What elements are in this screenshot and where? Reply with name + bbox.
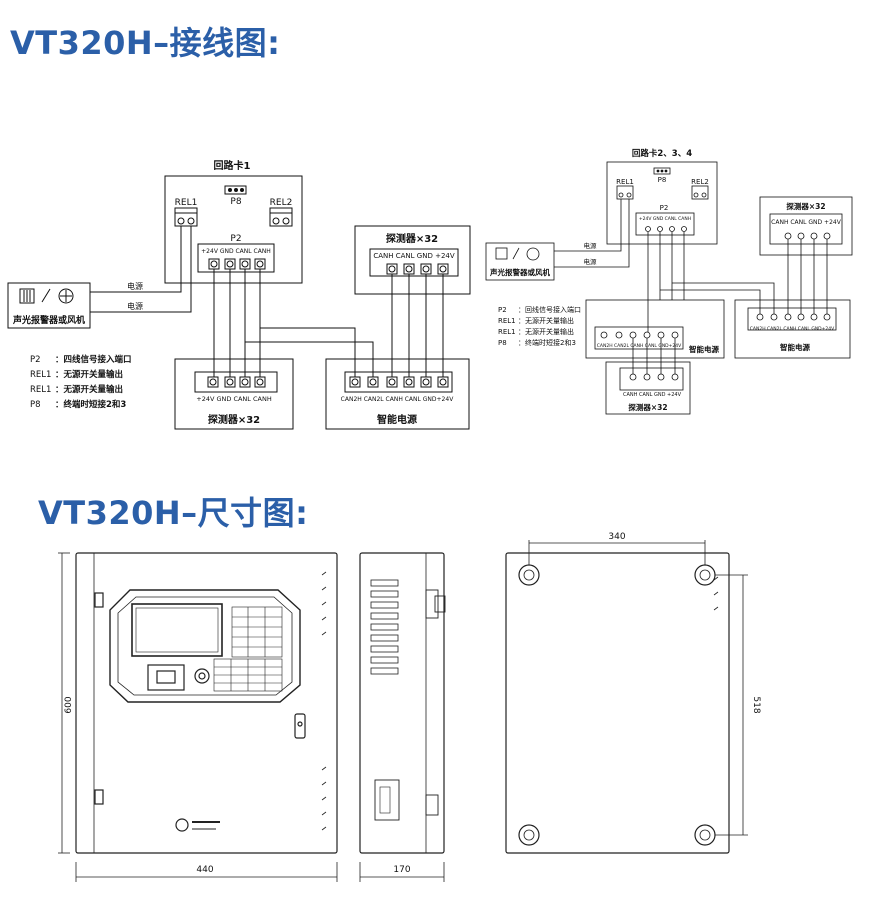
brand-logo-icon: [175, 818, 189, 832]
legend-text: ：无源开关量输出: [55, 384, 123, 395]
detector-bottom-box: [605, 361, 691, 415]
legend-text: ：终端时短接2和3: [55, 399, 126, 410]
detector-bottom-title: 探测器×32: [628, 402, 667, 412]
rel1-block: [174, 207, 198, 227]
legend-key: REL1: [498, 317, 516, 325]
smart-power-2-pins: CAN2H CAN2L CANH CANL GND+24V: [750, 326, 835, 332]
left-legend: P2 ：四线信号接入端口 REL1 ：无源开关量输出 REL1 ：无源开关量输出…: [30, 354, 132, 410]
smart-power-2-title: 智能电源: [780, 342, 810, 352]
p2-label: P2: [230, 234, 241, 244]
front-width-dimension: 440: [196, 865, 213, 875]
p8-jumper: [224, 185, 247, 195]
smart-power-1-pins: CAN2H CAN2L CANH CANL GND+24V: [597, 343, 682, 349]
alarm-box: [7, 282, 91, 329]
legend-key: P2: [30, 355, 41, 365]
rel1-label: REL1: [175, 198, 198, 208]
detector-top-box: [354, 225, 471, 295]
detector-top-pins: CANH CANL GND +24V: [373, 252, 454, 260]
legend-key: P8: [30, 400, 41, 410]
legend-key: REL1: [30, 385, 51, 395]
smart-power-box: [325, 358, 470, 430]
keyboard-icon: [213, 658, 283, 692]
back-hole-width-dimension: 340: [608, 532, 625, 542]
legend-text: ：四线信号接入端口: [55, 354, 132, 365]
detector-bottom-box: [174, 358, 294, 430]
alarm-box: [485, 242, 555, 281]
dimensions-title: VT320H–尺寸图:: [38, 494, 309, 532]
fan-icon: [526, 247, 540, 261]
power-line-1: 电源: [584, 241, 598, 250]
fan-icon: [58, 288, 74, 304]
loop-card-box: [606, 161, 718, 245]
back-view: 340 518: [505, 532, 761, 854]
wiring-title: VT320H–接线图:: [10, 24, 281, 62]
power-line-2: 电源: [127, 301, 143, 311]
legend-text: ：无源开关量输出: [518, 327, 574, 336]
right-wiring-diagram: 回路卡2、3、4 P8 REL1 REL2 P2 +24V GND CANL C…: [485, 148, 853, 415]
power-line-1: 电源: [127, 281, 143, 291]
side-vent-icon: [370, 579, 399, 675]
front-view: 600 440: [58, 552, 338, 882]
detector-bottom-title: 探测器×32: [208, 413, 260, 426]
legend-text: ：回线信号接入端口: [518, 305, 581, 314]
detector-bottom-pins: CANH CANL GND +24V: [623, 392, 682, 398]
rel2-label: REL2: [691, 178, 709, 186]
front-height-dimension: 600: [64, 696, 74, 713]
side-view: 170: [359, 552, 446, 882]
loop-card-box: [164, 175, 303, 284]
smart-power-2-box: [734, 299, 851, 359]
p2-block: [197, 243, 275, 273]
p2-label: P2: [660, 204, 669, 212]
right-legend: P2 ：回线信号接入端口 REL1 ：无源开关量输出 REL1 ：无源开关量输出…: [498, 305, 581, 347]
alarm-speaker-icon: [19, 288, 35, 304]
rel2-block: [269, 207, 293, 227]
detector-top-title: 探测器×32: [786, 201, 825, 211]
rel2-label: REL2: [270, 198, 293, 208]
p8-label: P8: [230, 197, 241, 207]
side-depth-dimension: 170: [393, 865, 410, 875]
legend-key: REL1: [498, 328, 516, 336]
loop-card-label: 回路卡2、3、4: [632, 148, 692, 159]
legend-key: P8: [498, 339, 507, 347]
legend-key: P2: [498, 306, 507, 314]
smart-power-1-box: [585, 299, 725, 359]
detector-top-title: 探测器×32: [386, 232, 438, 245]
alarm-box-label: 声光报警器或风机: [489, 267, 550, 277]
smart-power-pins: CAN2H CAN2L CANH CANL GND+24V: [341, 396, 455, 403]
legend-key: REL1: [30, 370, 51, 380]
back-hole-height-dimension: 518: [751, 696, 761, 713]
detector-top-box: [759, 196, 853, 256]
p8-label: P8: [658, 176, 667, 184]
detector-top-pins: CANH CANL GND +24V: [771, 219, 842, 226]
loop-card-label: 回路卡1: [214, 159, 251, 172]
detector-bottom-pins: +24V GND CANL CANH: [196, 395, 272, 403]
legend-text: ：终端时短接2和3: [518, 338, 576, 347]
legend-text: ：无源开关量输出: [518, 316, 574, 325]
left-wiring-diagram: 回路卡1 P8 REL1 REL2 P2 +24V GND CANL CANH …: [7, 159, 471, 430]
power-line-2: 电源: [584, 257, 598, 266]
smart-power-title: 智能电源: [377, 413, 417, 426]
legend-text: ：无源开关量输出: [55, 369, 123, 380]
smart-power-1-title: 智能电源: [689, 344, 719, 354]
p2-pins: +24V GND CANL CANH: [201, 248, 271, 255]
rel1-label: REL1: [616, 178, 634, 186]
alarm-box-label: 声光报警器或风机: [12, 314, 85, 326]
keypad-icon: [231, 606, 283, 658]
p2-pins: +24V GND CANL CANH: [639, 216, 691, 222]
